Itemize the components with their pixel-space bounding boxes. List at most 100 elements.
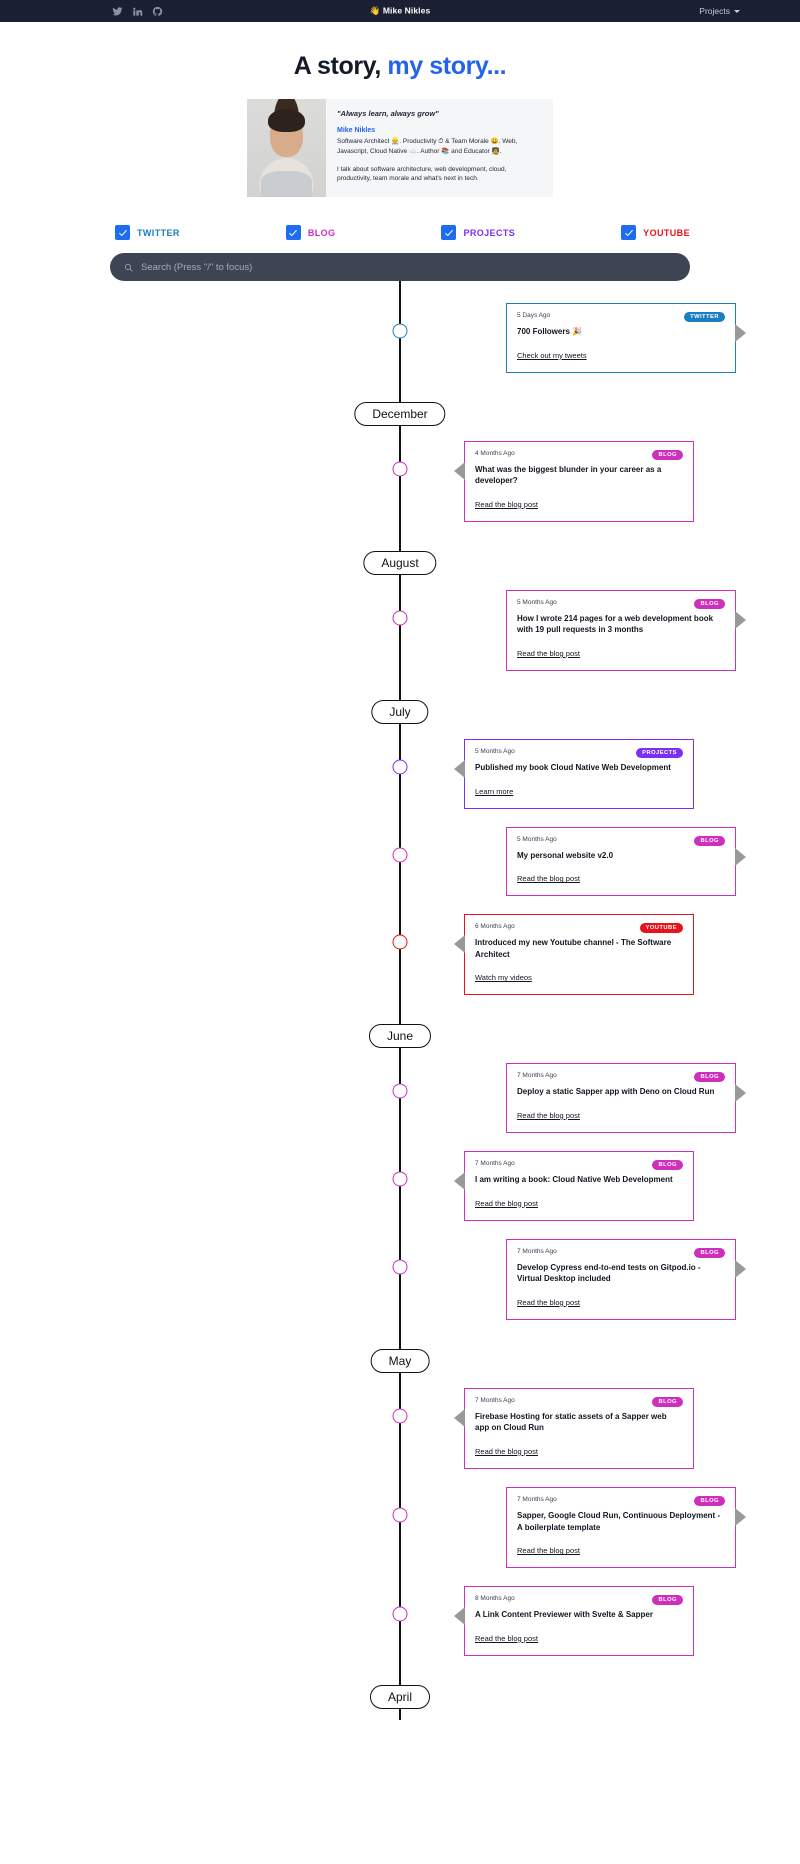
filter-row: TWITTER BLOG PROJECTS YOUTUBE — [110, 225, 690, 240]
card-link[interactable]: Read the blog post — [517, 648, 580, 658]
card-pointer-icon — [735, 1507, 746, 1526]
card-pointer-icon — [735, 610, 746, 629]
card-link[interactable]: Learn more — [475, 786, 514, 796]
filter-youtube[interactable]: YOUTUBE — [621, 225, 690, 240]
avatar — [247, 99, 326, 197]
bio-section: "Always learn, always grow" Mike Nikles … — [0, 99, 800, 197]
bio-about: I talk about software architecture, web … — [337, 165, 507, 183]
timeline-dot — [392, 759, 408, 775]
timeline-dot — [392, 461, 408, 477]
search-bar[interactable] — [110, 253, 690, 281]
card-source-badge: BLOG — [694, 835, 725, 846]
checkbox-projects[interactable] — [441, 225, 457, 240]
filter-twitter[interactable]: TWITTER — [115, 225, 180, 240]
card-pointer-icon — [735, 1084, 746, 1103]
github-icon[interactable] — [152, 6, 163, 17]
card-timestamp: 7 Months Ago — [517, 1247, 557, 1255]
twitter-icon[interactable] — [112, 6, 123, 17]
search-section — [110, 253, 690, 281]
card-source-badge: TWITTER — [684, 312, 725, 322]
timeline-gutter — [0, 914, 400, 995]
card-title: 700 Followers 🎉 — [517, 327, 583, 336]
timeline-dot — [392, 1083, 408, 1099]
timeline-month-marker: August — [0, 540, 800, 586]
nav-projects-menu[interactable]: Projects — [699, 6, 770, 16]
filter-blog[interactable]: BLOG — [285, 225, 336, 240]
checkbox-blog[interactable] — [285, 225, 301, 240]
check-icon — [445, 229, 453, 236]
card-timestamp: 7 Months Ago — [517, 1495, 557, 1503]
card-link[interactable]: Read the blog post — [517, 1110, 580, 1120]
card-pointer-icon — [454, 759, 465, 778]
card-link[interactable]: Watch my videos — [475, 973, 532, 983]
card-title: What was the biggest blunder in your car… — [475, 464, 662, 486]
card-link[interactable]: Read the blog post — [475, 1446, 538, 1456]
check-icon — [289, 229, 298, 236]
github-glyph — [152, 6, 163, 16]
card-link[interactable]: Read the blog post — [475, 1198, 538, 1208]
filter-projects[interactable]: PROJECTS — [441, 225, 515, 240]
timeline-gutter — [0, 739, 400, 809]
card-title: Sapper, Google Cloud Run, Continuous Dep… — [517, 1510, 721, 1532]
timeline-gutter — [0, 1487, 400, 1568]
social-links — [112, 6, 163, 17]
card-link[interactable]: Read the blog post — [475, 1633, 538, 1643]
month-label: May — [370, 1348, 430, 1373]
card-timestamp: 5 Months Ago — [517, 835, 557, 843]
card-pointer-icon — [454, 1408, 465, 1427]
card-title: Deploy a static Sapper app with Deno on … — [517, 1087, 715, 1097]
timeline-dot — [392, 323, 408, 339]
card-source-badge: BLOG — [694, 598, 725, 609]
timeline-gutter — [0, 441, 400, 522]
timeline-month-marker: June — [0, 1013, 800, 1059]
card-link[interactable]: Read the blog post — [475, 499, 538, 509]
checkbox-twitter[interactable] — [115, 225, 130, 240]
bio-name[interactable]: Mike Nikles — [337, 127, 376, 134]
card-pointer-icon — [454, 1171, 465, 1190]
card-link[interactable]: Read the blog post — [517, 874, 580, 884]
card-link[interactable]: Read the blog post — [517, 1546, 580, 1556]
linkedin-icon[interactable] — [132, 6, 143, 17]
card-title: Introduced my new Youtube channel - The … — [475, 938, 672, 959]
chevron-down-icon — [734, 9, 740, 13]
timeline-gutter — [0, 303, 400, 373]
card-pointer-icon — [735, 324, 746, 342]
timeline-spine — [399, 281, 401, 1720]
card-meta: 5 Months Ago BLOG — [517, 835, 725, 846]
timeline-month-marker: July — [0, 689, 800, 735]
page-title-plain: A story, — [293, 52, 388, 80]
timeline-dot — [392, 1507, 408, 1523]
top-navbar: 👋 Mike Nikles Projects — [0, 0, 800, 22]
card-pointer-icon — [454, 935, 465, 954]
timeline-gutter — [0, 1586, 400, 1656]
card-link[interactable]: Check out my tweets — [517, 350, 587, 360]
card-link[interactable]: Read the blog post — [517, 1297, 580, 1307]
timeline-gutter — [0, 1388, 400, 1469]
checkbox-youtube[interactable] — [621, 225, 637, 240]
timeline-gutter — [0, 1239, 400, 1320]
search-input[interactable] — [139, 260, 676, 274]
